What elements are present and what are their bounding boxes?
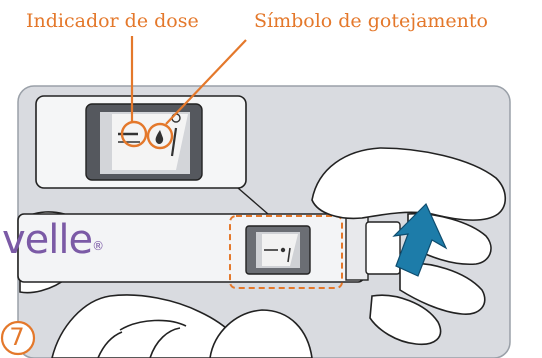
pen-dose-window-highlight bbox=[229, 215, 343, 289]
dose-indicator-marker bbox=[120, 120, 148, 148]
step-number: 7 bbox=[9, 323, 25, 351]
trademark-symbol: ® bbox=[92, 239, 104, 253]
pen-brand: velle® bbox=[2, 216, 104, 264]
drip-symbol-label: Símbolo de gotejamento bbox=[254, 10, 488, 32]
step-badge-ring bbox=[0, 320, 36, 356]
brand-text: velle bbox=[2, 217, 93, 263]
lower-hand bbox=[51, 294, 313, 358]
upper-hand bbox=[311, 147, 507, 346]
pen-dose-window bbox=[245, 225, 311, 275]
dose-indicator-label: Indicador de dose bbox=[26, 10, 199, 32]
drip-symbol-marker bbox=[146, 122, 174, 150]
drip-symbol-leader bbox=[165, 39, 247, 125]
pull-arrow bbox=[392, 202, 448, 277]
